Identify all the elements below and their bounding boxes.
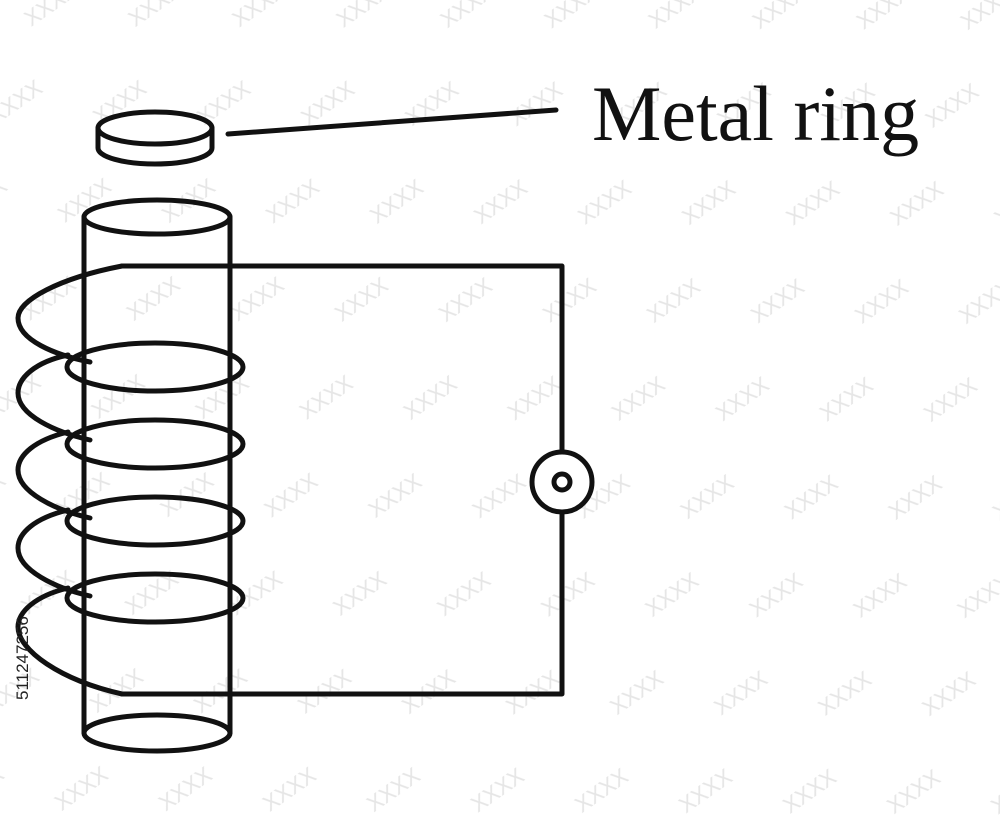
ac-source-icon [529, 449, 595, 515]
metal-ring [95, 109, 215, 167]
iron-core [81, 197, 233, 754]
coil-back [15, 263, 125, 697]
circuit-wire [119, 263, 565, 697]
metal-ring-label: Metal ring [592, 70, 919, 157]
label-leader-line [225, 107, 559, 137]
coil-front [64, 340, 246, 625]
stock-id: 511247256 [13, 616, 32, 700]
